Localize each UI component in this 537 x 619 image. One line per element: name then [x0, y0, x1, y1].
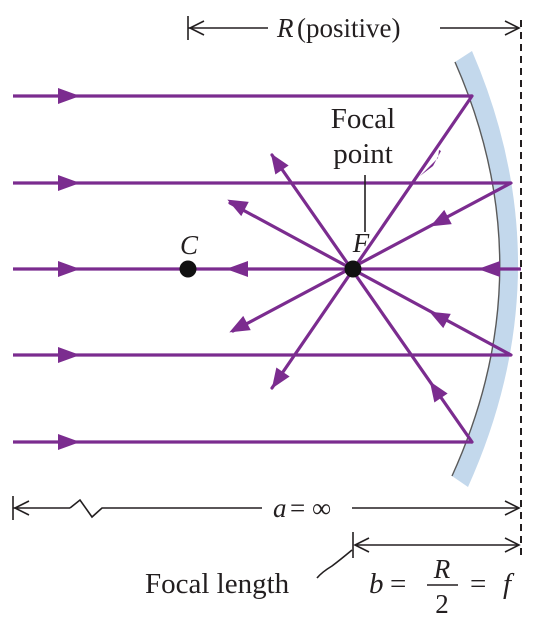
- focal-length-f: f: [503, 568, 515, 600]
- object-distance-dimension: [12, 496, 521, 520]
- radius-dimension: [187, 16, 521, 40]
- focus-f-label: F: [352, 228, 370, 258]
- arrowhead: [58, 347, 80, 363]
- arrowhead: [271, 367, 290, 389]
- center-c-label: C: [180, 230, 199, 260]
- arrowhead: [229, 315, 251, 333]
- equals-sign-2: =: [470, 568, 486, 600]
- center-of-curvature-point: [179, 260, 197, 278]
- focal-point-label-line2: point: [333, 138, 393, 170]
- arrowhead: [58, 434, 80, 450]
- fraction-denominator: 2: [435, 589, 449, 619]
- object-distance-a: a: [273, 493, 287, 523]
- arrowhead: [420, 150, 441, 176]
- arrowhead: [227, 199, 249, 217]
- equals-sign-1: =: [390, 568, 406, 600]
- arrowhead: [429, 381, 448, 403]
- object-distance-eq: = ∞: [290, 493, 331, 523]
- focal-length-dimension: [316, 532, 521, 579]
- arrowhead: [478, 261, 500, 277]
- image-distance-b: b: [369, 568, 384, 600]
- reflected-ray-1: [270, 94, 474, 390]
- ray-arrowheads: [58, 88, 500, 450]
- mirror-surface: [452, 51, 519, 487]
- radius-positive-note: (positive): [297, 13, 400, 43]
- arrowhead: [429, 311, 451, 329]
- reflected-ray-3: [228, 201, 513, 357]
- focal-point-label-line1: Focal: [331, 103, 395, 135]
- arrowhead: [430, 209, 452, 227]
- arrowhead: [58, 88, 80, 104]
- incident-rays: [13, 94, 521, 444]
- arrowhead: [270, 153, 289, 175]
- arrowhead: [226, 261, 248, 277]
- arrowhead: [58, 261, 80, 277]
- focal-length-label: Focal length: [145, 568, 290, 600]
- fraction-numerator: R: [433, 554, 451, 584]
- radius-label: R: [276, 13, 294, 43]
- reflected-ray-2: [231, 181, 513, 333]
- reflected-ray-4: [270, 153, 474, 444]
- arrowhead: [58, 175, 80, 191]
- focal-point-dot: [344, 260, 362, 278]
